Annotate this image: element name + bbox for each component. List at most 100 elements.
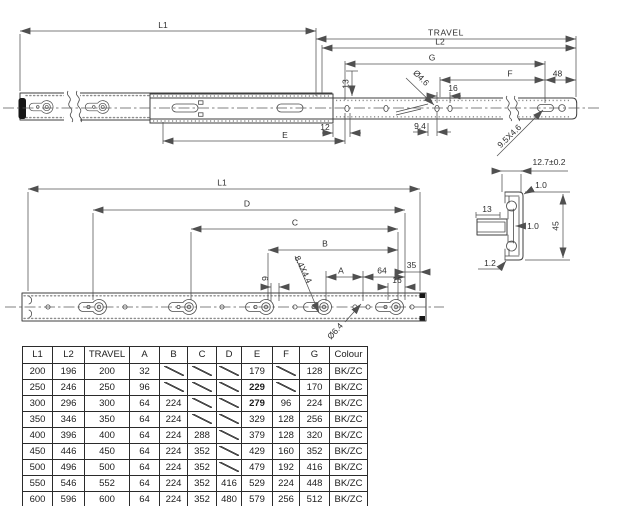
table-cell: 64 <box>129 395 160 412</box>
table-cell: 352 <box>299 443 330 460</box>
table-cell: 546 <box>52 475 85 492</box>
table-cell: 64 <box>129 491 160 506</box>
table-cell: 448 <box>299 475 330 492</box>
table-cell: 128 <box>272 427 300 444</box>
ball-bearing <box>506 200 517 212</box>
table-cell: BK/ZC <box>329 395 368 412</box>
table-cell: BK/ZC <box>329 475 368 492</box>
table-cell: 250 <box>84 379 130 396</box>
table-cell: 400 <box>22 427 53 444</box>
table-cell: 500 <box>84 459 130 476</box>
empty-cell-slash <box>219 366 239 377</box>
table-cell: 64 <box>129 475 160 492</box>
table-cell: 416 <box>299 459 330 476</box>
table-cell: BK/ZC <box>329 491 368 506</box>
table-cell: 352 <box>187 475 217 492</box>
table-cell <box>216 395 242 412</box>
table-cell <box>272 363 300 380</box>
table-header-e: E <box>241 346 273 364</box>
keyhole-slot <box>84 100 110 114</box>
table-cell: 600 <box>84 491 130 506</box>
table-header-d: D <box>216 346 242 364</box>
dim-label-16: 16 <box>448 83 458 93</box>
table-cell: 596 <box>52 491 85 506</box>
empty-cell-slash <box>276 382 296 393</box>
empty-cell-slash <box>219 414 239 425</box>
table-cell: 352 <box>187 459 217 476</box>
table-cell <box>159 363 188 380</box>
dim-label-g: G <box>429 53 436 63</box>
table-cell: 450 <box>84 443 130 460</box>
table-cell: 346 <box>52 411 85 428</box>
table-cell: 256 <box>272 491 300 506</box>
empty-cell-slash <box>219 462 239 473</box>
dimensions <box>19 27 577 157</box>
dim-label-end-slot: 9.5X4.6 <box>495 122 523 150</box>
dim-label-9-4: 9.4 <box>414 121 426 131</box>
table-cell <box>272 379 300 396</box>
table-cell <box>187 363 217 380</box>
dim-label-l2: L2 <box>435 37 445 47</box>
table-cell: 64 <box>129 459 160 476</box>
table-cell: 429 <box>241 443 273 460</box>
table-cell: 224 <box>159 475 188 492</box>
empty-cell-slash <box>192 382 212 393</box>
extended-slide-view: L1 TRAVEL L2 G F 48 13 Ø4.6 16 12 9.4 E … <box>3 20 601 157</box>
table-cell: 160 <box>272 443 300 460</box>
cross-section-view: 12.7±0.2 1.0 13 1.0 45 1.2 <box>475 157 570 272</box>
dimensions <box>475 167 570 272</box>
dim-label-keyhole: 8.4X4.4 <box>292 254 314 285</box>
table-cell: 224 <box>159 459 188 476</box>
table-header-f: F <box>272 346 300 364</box>
dim-label-l1: L1 <box>158 20 168 30</box>
rail-body <box>21 292 427 322</box>
dim-label-16: 16 <box>392 275 402 285</box>
dim-label-b: B <box>322 239 328 249</box>
table-cell: 179 <box>241 363 273 380</box>
table-cell: 250 <box>22 379 53 396</box>
table-cell: BK/ZC <box>329 459 368 476</box>
table-cell <box>216 443 242 460</box>
table-cell: BK/ZC <box>329 379 368 396</box>
dim-label-l1: L1 <box>217 178 227 188</box>
table-cell: 512 <box>299 491 330 506</box>
table-cell: 379 <box>241 427 273 444</box>
table-cell: 64 <box>129 411 160 428</box>
empty-cell-slash <box>163 366 184 377</box>
dim-label-hole-dia: Ø4.6 <box>411 68 431 88</box>
table-cell: 500 <box>22 459 53 476</box>
table-cell <box>187 395 217 412</box>
table-cell: 170 <box>299 379 330 396</box>
table-header-g: G <box>299 346 330 364</box>
table-cell <box>187 379 217 396</box>
dim-label-thickness-top: 1.0 <box>535 180 547 190</box>
table-cell: 300 <box>84 395 130 412</box>
dim-label-travel: TRAVEL <box>428 28 464 38</box>
table-cell: BK/ZC <box>329 363 368 380</box>
empty-cell-slash <box>219 430 239 441</box>
table-cell: 279 <box>241 395 273 412</box>
dim-label-64: 64 <box>377 266 387 276</box>
table-cell: 479 <box>241 459 273 476</box>
table-cell: 296 <box>52 395 85 412</box>
table-header-c: C <box>187 346 217 364</box>
table-header-l2: L2 <box>52 346 85 364</box>
dim-label-12: 12 <box>320 122 330 132</box>
table-cell: 224 <box>159 427 188 444</box>
keyhole-slot <box>28 100 54 114</box>
table-cell: 600 <box>22 491 53 506</box>
dim-label-c: C <box>292 218 298 228</box>
dim-label-height: 45 <box>551 221 561 231</box>
table-cell: 64 <box>129 443 160 460</box>
end-cap <box>18 98 26 119</box>
table-cell: 350 <box>22 411 53 428</box>
table-cell: BK/ZC <box>329 443 368 460</box>
